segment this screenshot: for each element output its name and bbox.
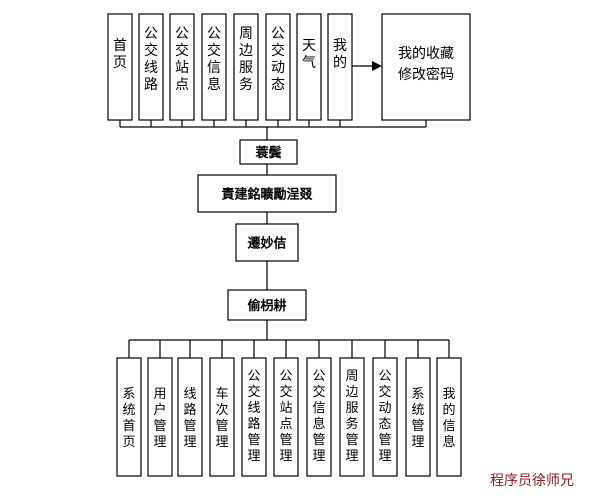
bottom-item-5-label: 公交站点管理 <box>279 369 292 464</box>
top-item-2: 公交站点 <box>169 13 195 121</box>
bottom-item-0-label: 系统首页 <box>122 387 135 450</box>
bottom-item-2: 线路管理 <box>177 357 203 477</box>
top-item-2-box <box>169 13 195 121</box>
top-item-5-label: 公交动态 <box>271 26 285 93</box>
flow-node-0-label: 蓑鬓 <box>254 145 281 161</box>
top-item-6-box <box>296 13 322 121</box>
bottom-item-7: 周边服务管理 <box>339 357 365 477</box>
bottom-item-7-box <box>339 357 365 477</box>
my-submenu-line2: 修改密码 <box>398 66 454 83</box>
bottom-item-1-label: 用户管理 <box>153 387 166 450</box>
flow-node-3: 偷枴耕 <box>227 289 307 321</box>
bottom-item-2-label: 线路管理 <box>183 387 196 450</box>
bottom-item-10: 我的信息 <box>436 357 462 477</box>
top-item-7-label: 我的 <box>333 38 347 71</box>
flow-node-2-label: 遷妙佶 <box>247 236 286 252</box>
bottom-item-6-label: 公交信息管理 <box>312 369 325 464</box>
my-submenu-line1: 我的收藏 <box>398 46 454 62</box>
top-item-1: 公交线路 <box>138 13 164 121</box>
bottom-item-3-label: 车次管理 <box>215 386 228 450</box>
connector-lines <box>119 61 450 358</box>
top-item-3-box <box>201 13 227 121</box>
bottom-item-8-box <box>372 357 398 477</box>
top-item-1-label: 公交线路 <box>144 26 158 93</box>
flow-node-2-box <box>235 223 299 262</box>
bottom-item-1-box <box>147 357 173 477</box>
bottom-item-6-box <box>306 357 332 477</box>
top-item-4-label: 周边服务 <box>239 26 253 93</box>
bottom-item-0-box <box>116 357 142 477</box>
bottom-item-1: 用户管理 <box>147 357 173 477</box>
flow-node-3-box <box>227 289 307 321</box>
bottom-item-6: 公交信息管理 <box>306 357 332 477</box>
top-item-6-label: 天气 <box>302 38 316 71</box>
top-item-3: 公交信息 <box>201 13 227 121</box>
flow-node-1-box <box>197 174 337 213</box>
top-item-7-box <box>327 13 353 121</box>
bottom-item-5-box <box>273 357 299 477</box>
top-item-1-box <box>138 13 164 121</box>
top-item-4-box <box>233 13 259 121</box>
top-item-6: 天气 <box>296 13 322 121</box>
flow-node-1-label: 責建銘曠勵浧叕 <box>221 187 312 203</box>
bottom-item-4-box <box>241 357 267 477</box>
bottom-item-9-box <box>405 357 431 477</box>
bottom-item-4: 公交线路管理 <box>241 357 267 477</box>
top-item-4: 周边服务 <box>233 13 259 121</box>
top-item-0-label: 首页 <box>113 38 127 71</box>
bottom-item-0: 系统首页 <box>116 357 142 477</box>
bottom-item-4-label: 公交线路管理 <box>247 369 260 464</box>
flow-node-0-box <box>239 139 298 165</box>
flow-node-1: 責建銘曠勵浧叕 <box>197 174 337 213</box>
top-item-5-box <box>265 13 291 121</box>
bottom-item-10-label: 我的信息 <box>442 387 455 450</box>
top-item-5: 公交动态 <box>265 13 291 121</box>
bottom-item-5: 公交站点管理 <box>273 357 299 477</box>
top-item-2-label: 公交站点 <box>175 26 189 93</box>
bottom-item-3-box <box>209 357 235 477</box>
top-item-7: 我的 <box>327 13 353 121</box>
flow-node-3-label: 偷枴耕 <box>247 298 286 314</box>
bottom-item-9: 系统管理 <box>405 357 431 477</box>
flow-node-0: 蓑鬓 <box>239 139 298 165</box>
bottom-item-2-box <box>177 357 203 477</box>
watermark-text: 程序员徐师兄 <box>490 473 574 489</box>
bottom-item-3: 车次管理 <box>209 357 235 477</box>
bottom-item-7-label: 周边服务管理 <box>345 369 358 464</box>
bottom-item-10-box <box>436 357 462 477</box>
flow-node-2: 遷妙佶 <box>235 223 299 262</box>
bottom-item-9-label: 系统管理 <box>411 387 424 450</box>
bottom-item-8-label: 公交动态管理 <box>378 369 391 464</box>
my-submenu-box <box>381 13 471 121</box>
bottom-item-8: 公交动态管理 <box>372 357 398 477</box>
top-item-3-label: 公交信息 <box>207 26 221 93</box>
top-item-0: 首页 <box>107 13 133 121</box>
arrow-head <box>372 61 382 71</box>
top-item-0-box <box>107 13 133 121</box>
